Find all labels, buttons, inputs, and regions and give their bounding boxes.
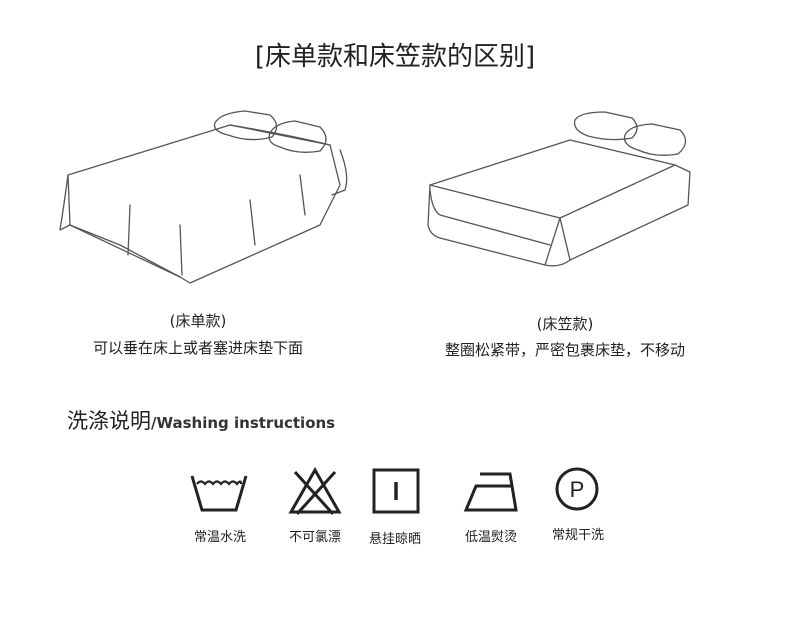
hang-dry-label: 悬挂晾晒 bbox=[368, 532, 421, 547]
fitted-sheet-description: 整圈松紧带，严密包裹床垫，不移动 bbox=[444, 341, 685, 359]
page-title: [床单款和床笠款的区别] bbox=[254, 42, 536, 72]
svg-text:P: P bbox=[570, 477, 585, 502]
fitted-sheet-name: (床笠款) bbox=[536, 315, 594, 333]
iron-label: 低温熨烫 bbox=[464, 530, 517, 545]
dry-clean-label: 常规干洗 bbox=[551, 528, 604, 543]
washing-heading-cn: 洗涤说明 bbox=[67, 409, 151, 433]
flat-sheet-description: 可以垂在床上或者塞进床垫下面 bbox=[92, 339, 303, 357]
no-bleach-icon bbox=[288, 466, 342, 516]
hang-dry-icon bbox=[372, 468, 420, 514]
washing-heading: 洗涤说明/Washing instructions bbox=[67, 405, 335, 435]
no-bleach-label: 不可氯漂 bbox=[288, 530, 341, 545]
iron-low-icon bbox=[463, 472, 518, 512]
wash-label: 常温水洗 bbox=[193, 530, 246, 545]
washing-heading-en: /Washing instructions bbox=[151, 414, 336, 432]
flat-sheet-bed-illustration bbox=[59, 110, 348, 284]
dry-clean-p-icon: P bbox=[555, 467, 599, 511]
fitted-sheet-bed-illustration bbox=[427, 111, 691, 267]
flat-sheet-name: (床单款) bbox=[169, 312, 227, 330]
wash-basin-icon bbox=[190, 475, 248, 512]
